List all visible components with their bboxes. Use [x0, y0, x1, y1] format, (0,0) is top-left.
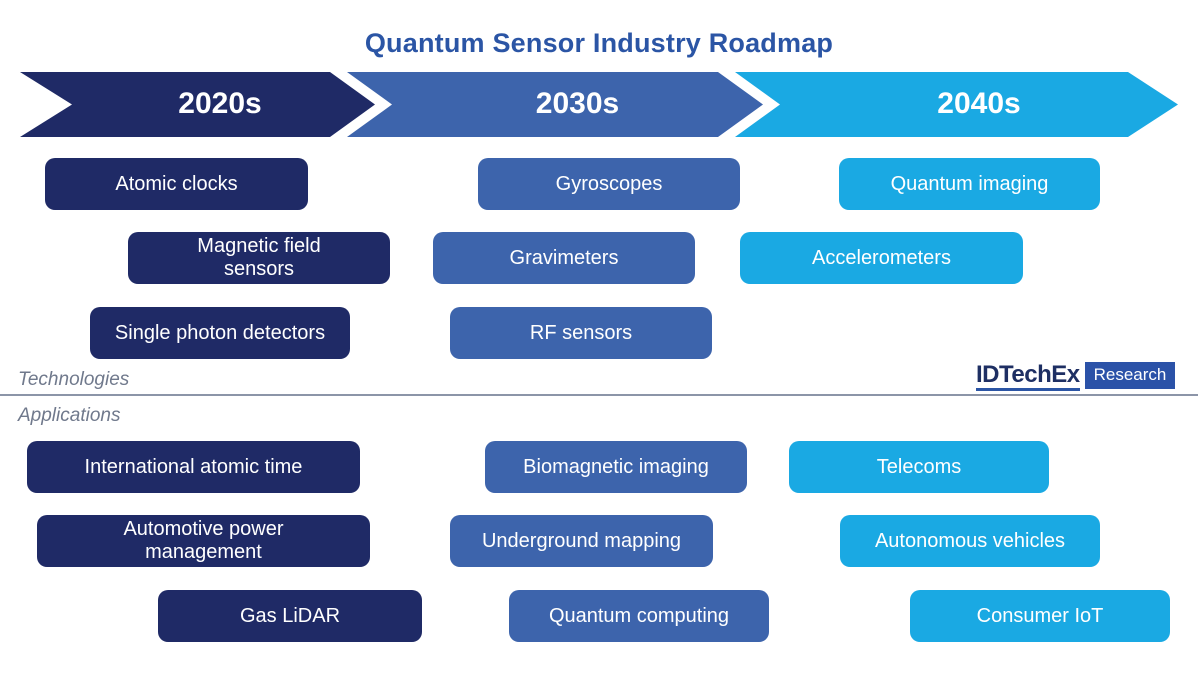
app-box-gas-lidar: Gas LiDAR [158, 590, 422, 642]
app-box-international-atomic-time: International atomic time [27, 441, 360, 493]
tech-box-label: Quantum imaging [890, 172, 1049, 195]
app-box-telecoms: Telecoms [789, 441, 1049, 493]
app-box-consumer-iot: Consumer IoT [910, 590, 1170, 642]
app-box-quantum-computing: Quantum computing [509, 590, 769, 642]
app-box-label: Telecoms [876, 455, 962, 478]
app-box-biomagnetic-imaging: Biomagnetic imaging [485, 441, 747, 493]
app-box-label: Automotive power management [123, 518, 284, 563]
tech-box-atomic-clocks: Atomic clocks [45, 158, 308, 210]
app-box-label: International atomic time [84, 455, 303, 478]
app-box-label: Consumer IoT [976, 604, 1104, 627]
idtechex-research-badge: Research [1084, 362, 1176, 389]
arrow-2040s [735, 72, 1178, 137]
tech-box-quantum-imaging: Quantum imaging [839, 158, 1100, 210]
technologies-section-label: Technologies [18, 369, 130, 390]
app-box-label: Quantum computing [548, 604, 730, 627]
applications-section-label: Applications [18, 405, 121, 426]
tech-box-accelerometers: Accelerometers [740, 232, 1023, 284]
tech-box-single-photon-detectors: Single photon detectors [90, 307, 350, 359]
tech-box-gravimeters: Gravimeters [433, 232, 695, 284]
tech-box-label: Magnetic field sensors [197, 235, 321, 280]
page-title: Quantum Sensor Industry Roadmap [364, 28, 834, 58]
tech-box-label: Gravimeters [509, 246, 619, 269]
timeline-arrows [20, 72, 1178, 137]
app-box-underground-mapping: Underground mapping [450, 515, 713, 567]
tech-box-label: Atomic clocks [115, 172, 238, 195]
app-box-autonomous-vehicles: Autonomous vehicles [840, 515, 1100, 567]
tech-box-magnetic-field-sensors: Magnetic field sensors [128, 232, 390, 284]
app-box-automotive-power-management: Automotive power management [37, 515, 370, 567]
era-label-2040s: 2040s [937, 87, 1021, 120]
era-label-2020s: 2020s [178, 87, 262, 120]
era-label-2030s: 2030s [535, 87, 620, 120]
arrow-2030s [347, 72, 763, 137]
arrow-2020s [20, 72, 375, 137]
app-box-label: Underground mapping [481, 529, 682, 552]
app-box-label: Gas LiDAR [239, 604, 341, 627]
tech-box-rf-sensors: RF sensors [450, 307, 712, 359]
tech-box-label: Gyroscopes [555, 172, 663, 195]
app-box-label: Biomagnetic imaging [523, 455, 709, 478]
idtechex-logo: IDTechEx Research [976, 362, 1176, 391]
tech-box-gyroscopes: Gyroscopes [478, 158, 740, 210]
tech-box-label: RF sensors [529, 321, 633, 344]
section-divider-line [0, 394, 1198, 396]
app-box-label: Autonomous vehicles [874, 529, 1066, 552]
idtechex-logo-name: IDTechEx [976, 362, 1080, 391]
tech-box-label: Single photon detectors [114, 321, 326, 344]
tech-box-label: Accelerometers [812, 246, 951, 269]
